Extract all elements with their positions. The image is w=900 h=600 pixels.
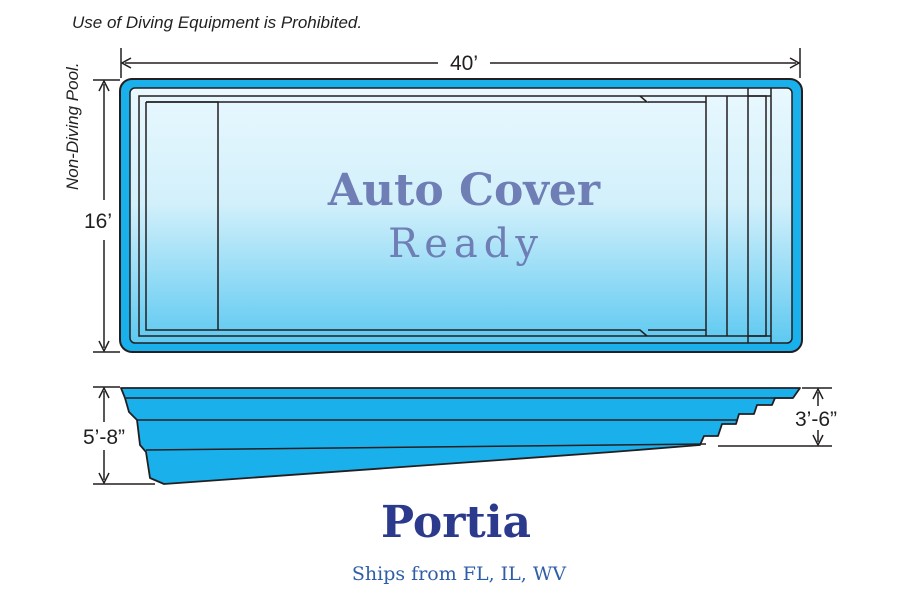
width-dimension [93,79,120,353]
auto-cover-title: Auto Cover [327,165,601,216]
width-label: 16’ [84,210,112,233]
length-label: 40’ [450,52,478,75]
diving-notice: Use of Diving Equipment is Prohibited. [72,13,362,32]
non-diving-note: Non-Diving Pool. [63,62,82,190]
model-name: Portia [381,497,531,548]
length-dimension [120,48,801,78]
auto-cover-subtitle: Ready [388,221,544,267]
deep-end-dimension [93,386,155,485]
shallow-end-dimension [718,387,832,447]
shallow-end-label: 3’-6” [795,408,837,431]
shipping-info: Ships from FL, IL, WV [352,563,567,585]
pool-top-view [119,78,803,353]
deep-end-label: 5’-8” [83,426,125,449]
pool-side-profile [120,387,801,485]
